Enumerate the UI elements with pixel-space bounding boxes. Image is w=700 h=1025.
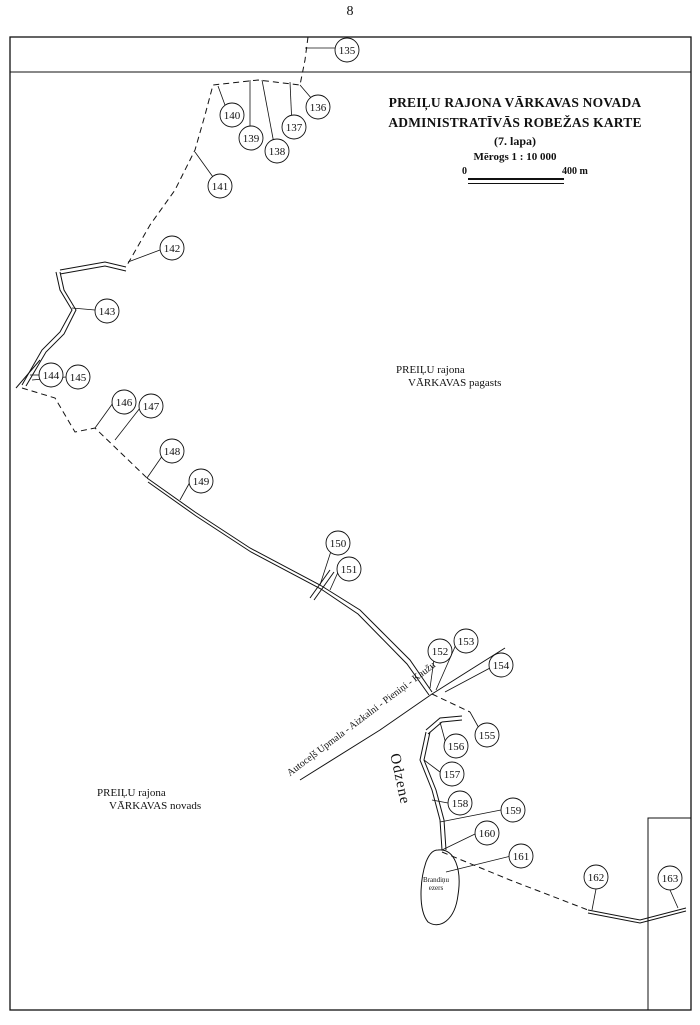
scale-bar-start: 0 — [462, 166, 467, 177]
label-154: 154 — [493, 660, 510, 672]
marker-149 — [188, 468, 214, 494]
marker-141 — [207, 173, 233, 199]
marker-154 — [488, 652, 514, 678]
pagasts-label-line1: PREIĻU rajona — [396, 364, 465, 376]
pagasts-area-label: PREIĻU rajona VĀRKAVAS pagasts — [396, 364, 501, 390]
map-title-line2: ADMINISTRATĪVĀS ROBEŽAS KARTE — [388, 115, 642, 130]
label-135: 135 — [339, 45, 356, 57]
label-136: 136 — [310, 102, 327, 114]
label-139: 139 — [243, 133, 260, 145]
label-160: 160 — [479, 828, 496, 840]
marker-142 — [159, 235, 185, 261]
scale-bar-end: 400 m — [562, 166, 588, 177]
label-145: 145 — [70, 372, 87, 384]
label-149: 149 — [193, 476, 210, 488]
crossing-ticks — [15, 359, 335, 601]
map-title-line1: PREIĻU RAJONA VĀRKAVAS NOVADA — [388, 95, 642, 110]
label-150: 150 — [330, 538, 347, 550]
marker-144 — [38, 362, 64, 388]
novads-area-label: PREIĻU rajona VĀRKAVAS novads — [97, 787, 201, 813]
marker-159 — [500, 797, 526, 823]
label-161: 161 — [513, 851, 530, 863]
boundary-solid — [21, 261, 687, 924]
label-148: 148 — [164, 446, 181, 458]
scale-bar-line — [468, 178, 564, 184]
label-144: 144 — [43, 370, 60, 382]
label-152: 152 — [432, 646, 449, 658]
map-frame — [9, 36, 692, 1011]
label-159: 159 — [505, 805, 522, 817]
label-162: 162 — [588, 872, 605, 884]
label-156: 156 — [448, 741, 465, 753]
marker-135 — [334, 37, 360, 63]
page-number: 8 — [346, 4, 354, 19]
label-140: 140 — [224, 110, 241, 122]
road-line — [299, 647, 506, 781]
label-137: 137 — [286, 122, 303, 134]
marker-158 — [447, 790, 473, 816]
lake-shape — [420, 849, 460, 926]
lake-label: Brandiņu ezers — [416, 876, 456, 892]
lake-label-line2: ezers — [428, 884, 444, 892]
marker-150 — [325, 530, 351, 556]
marker-140 — [219, 102, 245, 128]
marker-162 — [583, 864, 609, 890]
marker-161 — [508, 843, 534, 869]
lake-label-line1: Brandiņu — [422, 876, 450, 884]
novads-label-line2: VĀRKAVAS novads — [109, 800, 202, 812]
boundary-point-labels: 135 136 137 138 139 140 141 142 143 144 … — [43, 45, 679, 885]
label-141: 141 — [212, 181, 229, 193]
marker-143 — [94, 298, 120, 324]
boundary-point-markers — [38, 37, 683, 891]
marker-157 — [439, 761, 465, 787]
pagasts-label-line2: VĀRKAVAS pagasts — [408, 377, 502, 389]
label-163: 163 — [662, 873, 679, 885]
marker-138 — [264, 138, 290, 164]
label-151: 151 — [341, 564, 358, 576]
marker-155 — [474, 722, 500, 748]
label-153: 153 — [458, 636, 475, 648]
marker-137 — [281, 114, 307, 140]
label-138: 138 — [269, 146, 286, 158]
label-157: 157 — [444, 769, 461, 781]
marker-151 — [336, 556, 362, 582]
label-143: 143 — [99, 306, 116, 318]
marker-139 — [238, 125, 264, 151]
map-title-block: PREIĻU RAJONA VĀRKAVAS NOVADA ADMINISTRA… — [365, 93, 665, 165]
label-147: 147 — [143, 401, 160, 413]
scale-bar: 0 400 m — [462, 166, 612, 186]
marker-147 — [138, 393, 164, 419]
marker-160 — [474, 820, 500, 846]
marker-148 — [159, 438, 185, 464]
marker-163 — [657, 865, 683, 891]
label-155: 155 — [479, 730, 496, 742]
novads-label-line1: PREIĻU rajona — [97, 787, 166, 799]
scale-text: Mērogs 1 : 10 000 — [473, 151, 557, 163]
marker-136 — [305, 94, 331, 120]
label-146: 146 — [116, 397, 133, 409]
marker-152 — [427, 638, 453, 664]
marker-153 — [453, 628, 479, 654]
label-142: 142 — [164, 243, 181, 255]
adjacent-sheet-box — [647, 817, 691, 1010]
marker-156 — [443, 733, 469, 759]
label-158: 158 — [452, 798, 469, 810]
marker-146 — [111, 389, 137, 415]
boundary-dashed — [21, 36, 589, 911]
sheet-number: (7. lapa) — [494, 134, 536, 148]
marker-145 — [65, 364, 91, 390]
